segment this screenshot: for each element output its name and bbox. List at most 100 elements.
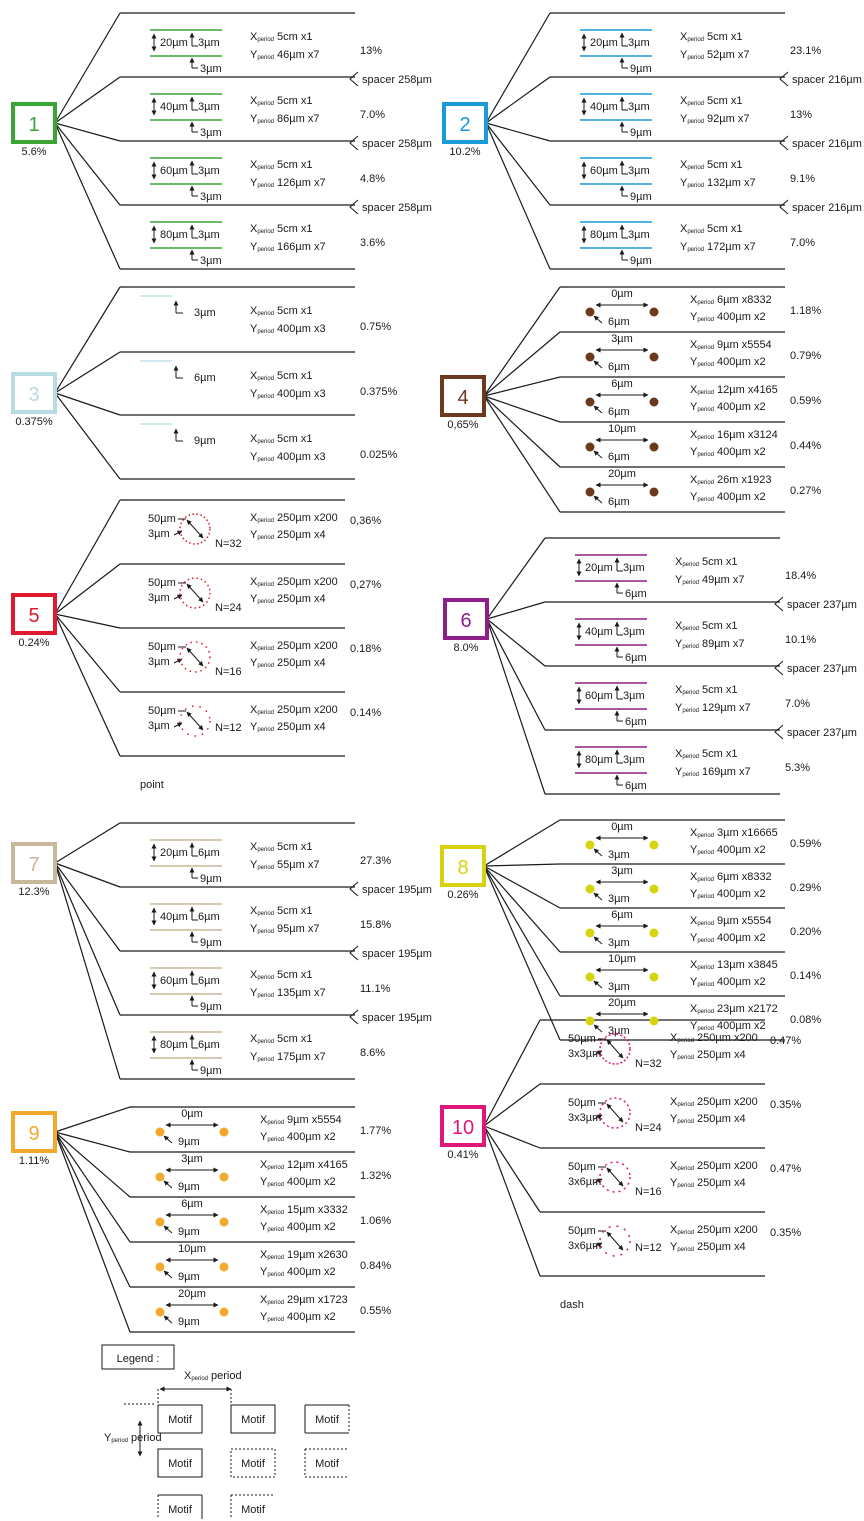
branch-diagonal xyxy=(54,1106,131,1133)
period-value: 166µm x7 xyxy=(277,241,326,253)
diameter-arrow xyxy=(593,892,603,901)
period-value: 5cm x1 xyxy=(707,223,742,235)
period-axis: Y xyxy=(670,1049,678,1061)
group-box-1 xyxy=(11,102,57,144)
period-value: 6µm x8332 xyxy=(717,871,772,883)
motif-box xyxy=(230,1404,276,1434)
dot-right xyxy=(219,1172,229,1182)
diameter-label: 6µm xyxy=(608,406,630,418)
ring-diameter-label: 50µm xyxy=(148,705,176,717)
branch-diagonal xyxy=(54,12,121,124)
period-subscript: period xyxy=(697,362,714,368)
period-subscript: period xyxy=(257,183,274,189)
dot-right xyxy=(219,1217,229,1227)
fill-percent: 0.59% xyxy=(790,838,821,850)
period-axis: Y xyxy=(690,311,698,323)
line-width-label: 40µm xyxy=(160,101,188,113)
branch-diagonal xyxy=(54,862,121,1080)
motif-label: Motif xyxy=(168,1414,193,1426)
branch-diagonal xyxy=(54,122,121,206)
diameter-label: 6µm xyxy=(608,496,630,508)
period-axis: X xyxy=(690,1003,698,1015)
dotted-ring xyxy=(599,1033,631,1065)
spacer-label: spacer 216µm xyxy=(792,74,862,86)
group-percent-10: 0.41% xyxy=(447,1149,478,1161)
period-axis: Y xyxy=(250,177,258,189)
period-value: 5cm x1 xyxy=(707,31,742,43)
spacing-label: 20µm xyxy=(608,468,636,480)
diameter-arrow xyxy=(163,1180,173,1189)
period-axis: X xyxy=(260,1249,268,1261)
period-axis: Y xyxy=(250,657,258,669)
fill-percent: 0.27% xyxy=(790,485,821,497)
fill-percent: 9.1% xyxy=(790,173,815,185)
feature-arrow xyxy=(173,530,183,536)
period-subscript: period xyxy=(257,376,274,382)
fill-percent: 1.18% xyxy=(790,305,821,317)
spacing-label: 10µm xyxy=(608,953,636,965)
period-value: 6µm x8332 xyxy=(717,294,772,306)
thickness-label: 6µm xyxy=(625,652,647,664)
period-value: 400µm x2 xyxy=(717,491,766,503)
period-value: 5cm x1 xyxy=(707,95,742,107)
period-axis: X xyxy=(670,1160,678,1172)
fill-percent: 0.35% xyxy=(770,1099,801,1111)
fill-percent: 0.59% xyxy=(790,395,821,407)
fill-percent: 0.44% xyxy=(790,440,821,452)
fill-percent: 3.6% xyxy=(360,237,385,249)
thickness-label: 9µm xyxy=(200,937,222,949)
period-subscript: period xyxy=(257,439,274,445)
ring-diameter-label: 50µm xyxy=(148,641,176,653)
diameter-label: 9µm xyxy=(178,1181,200,1193)
line-width-label: 20µm xyxy=(160,847,188,859)
period-subscript: period xyxy=(697,938,714,944)
branch-diagonal xyxy=(54,1131,131,1153)
branch-diagonal xyxy=(485,76,551,124)
period-value: 400µm x2 xyxy=(287,1176,336,1188)
dot-right xyxy=(219,1307,229,1317)
period-subscript: period xyxy=(697,1009,714,1015)
group-number-10: 10 xyxy=(452,1117,474,1139)
period-axis: X xyxy=(250,95,258,107)
period-axis: Y xyxy=(675,766,683,778)
period-subscript: period xyxy=(682,562,699,568)
period-subscript: period xyxy=(697,435,714,441)
line-width-label: 80µm xyxy=(590,229,618,241)
gap-label: 3µm xyxy=(628,229,650,241)
dot-left xyxy=(155,1217,165,1227)
dot-left xyxy=(585,972,595,982)
branch-diagonal xyxy=(54,392,121,480)
branch-diagonal xyxy=(483,863,561,867)
line-width-label: 20µm xyxy=(585,562,613,574)
group-boxes: 15.6%210.2%30.375%40,65%50.24%68.0%712.3… xyxy=(11,102,489,1167)
period-subscript: period xyxy=(677,1102,694,1108)
diameter-label: 6µm xyxy=(608,316,630,328)
period-value: 5cm x1 xyxy=(277,95,312,107)
period-axis: X xyxy=(675,620,683,632)
period-subscript: period xyxy=(682,580,699,586)
ring-diameter-arrow xyxy=(186,647,204,667)
group-box-6 xyxy=(443,598,489,640)
period-subscript: period xyxy=(257,1039,274,1045)
period-value: 5cm x1 xyxy=(277,370,312,382)
period-axis: Y xyxy=(104,1432,112,1444)
